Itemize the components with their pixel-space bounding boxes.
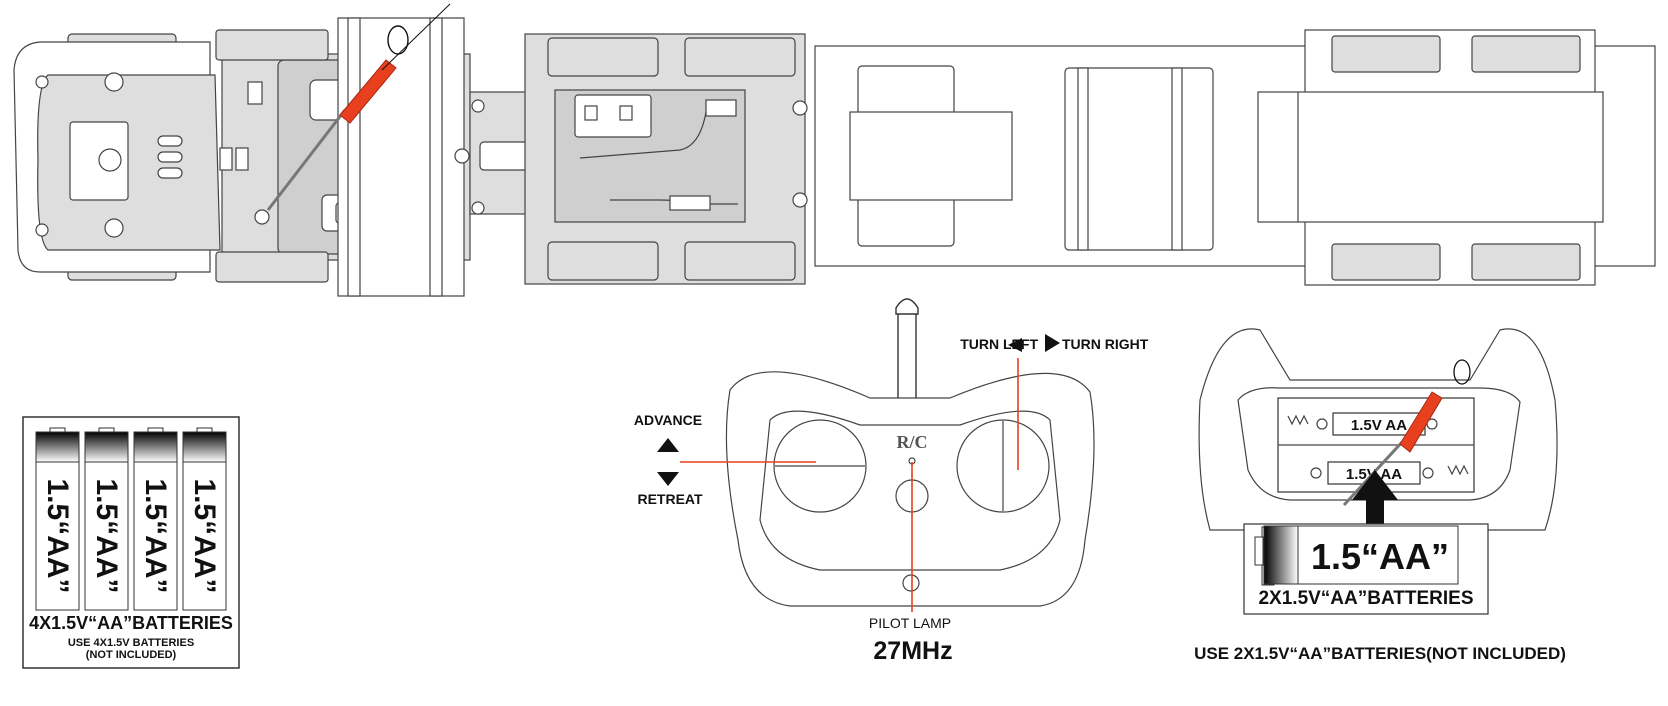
aa-battery-cell: 1.5“AA” xyxy=(133,427,178,611)
turn-right-label: TURN RIGHT xyxy=(1062,336,1149,352)
triangle-right-icon xyxy=(1045,334,1060,352)
remote-controller: R/C TURN LEFT TURN RIGHT ADVANCE RETREAT… xyxy=(634,298,1149,665)
car-battery-caption: 4X1.5V“AA”BATTERIES xyxy=(29,613,233,633)
frequency-label: 27MHz xyxy=(873,637,952,665)
triangle-left-icon xyxy=(1008,338,1022,352)
remote-battery-caption: 2X1.5V“AA”BATTERIES xyxy=(1258,588,1473,609)
rc-badge: R/C xyxy=(897,432,928,452)
arrow-up-icon xyxy=(1352,470,1398,525)
pilot-lamp-label: PILOT LAMP xyxy=(869,615,951,631)
remote-battery-note: USE 2X1.5V“AA”BATTERIES(NOT INCLUDED) xyxy=(1194,644,1566,663)
triangle-up-icon xyxy=(657,438,679,452)
advance-label: ADVANCE xyxy=(634,412,702,428)
cab-base xyxy=(37,74,221,251)
aa-battery-cell: 1.5“AA” xyxy=(35,427,80,611)
aa-battery-cell: 1.5“AA” xyxy=(84,427,129,611)
aa-cell-label: 1.5“AA” xyxy=(41,478,74,593)
antenna xyxy=(897,311,917,403)
retreat-label: RETREAT xyxy=(637,491,703,507)
remote-battery-compartment: 1.5V AA 1.5V AA 1.5 xyxy=(1194,328,1566,663)
car-battery-note-1: USE 4X1.5V BATTERIES xyxy=(68,637,194,649)
truck-chassis xyxy=(13,3,1656,297)
rotate-arrow-icon xyxy=(381,3,451,71)
aa-cell-label: 1.5“AA” xyxy=(188,478,221,593)
triangle-down-icon xyxy=(657,472,679,486)
rotate-arrow-icon xyxy=(1453,359,1471,385)
car-battery-box: 1.5“AA” 1.5“AA” 1.5“AA” 1.5“AA” 4X1.5V“AA”B… xyxy=(22,416,240,669)
slot1-label: 1.5V AA xyxy=(1351,417,1407,434)
turn-left-label: TURN LEFT xyxy=(960,336,1038,352)
aa-battery-cell: 1.5“AA” xyxy=(182,427,227,611)
car-battery-note-2: (NOT INCLUDED) xyxy=(86,649,177,661)
aa-cell-label: 1.5“AA” xyxy=(139,478,172,593)
aa-cell-label: 1.5“AA” xyxy=(90,478,123,593)
screwdriver-icon xyxy=(266,59,397,211)
remote-battery-cell-label: 1.5“AA” xyxy=(1311,536,1449,577)
